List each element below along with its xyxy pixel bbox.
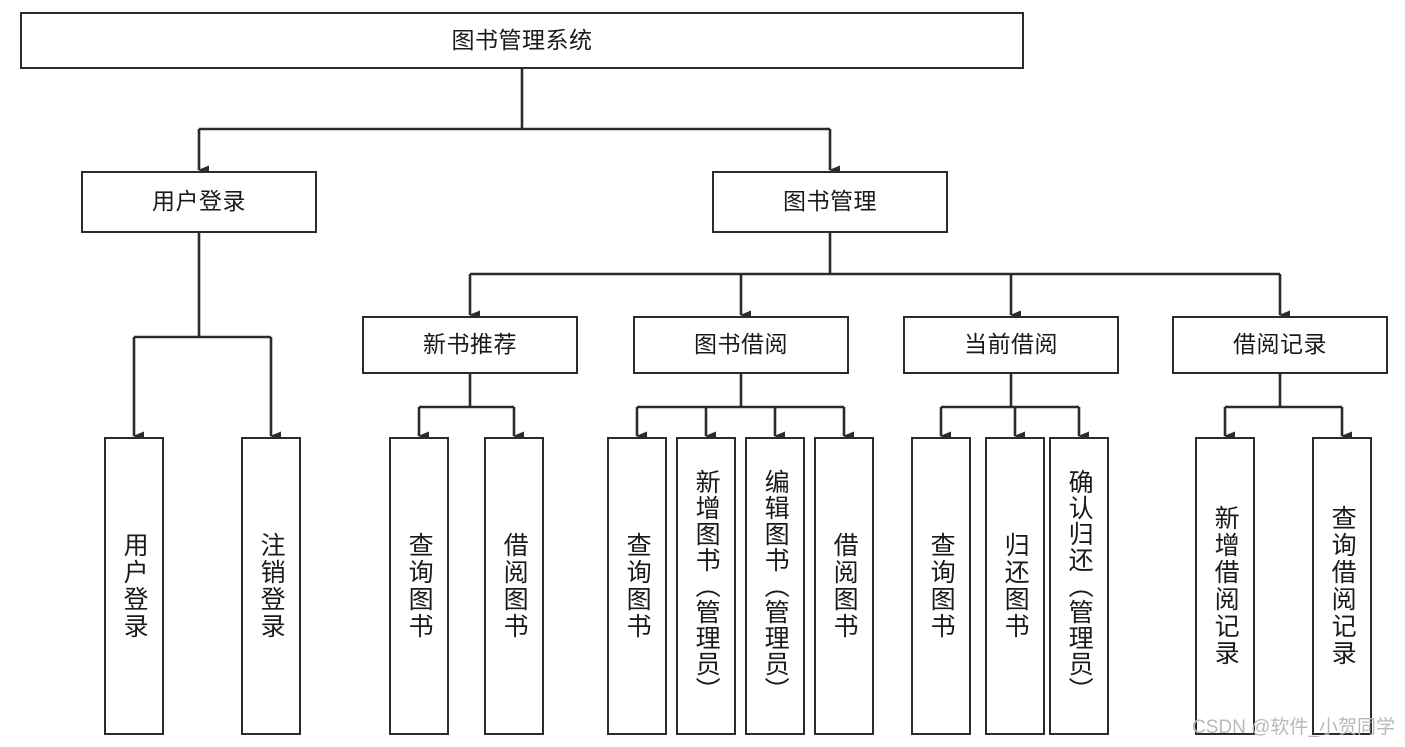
leaf-confirm-return-label: 确认归还（管理员） <box>1065 469 1094 703</box>
leaf-borrow-book-1-label: 借阅图书 <box>500 532 529 640</box>
node-book-borrow-label: 图书借阅 <box>694 331 788 358</box>
node-current-borrow-label: 当前借阅 <box>964 331 1058 358</box>
leaf-query-borrow-record[interactable]: 查询借阅记录 <box>1312 437 1372 735</box>
leaf-user-login[interactable]: 用户登录 <box>104 437 164 735</box>
leaf-query-book-2[interactable]: 查询图书 <box>607 437 667 735</box>
leaf-user-login-label: 用户登录 <box>120 532 149 640</box>
leaf-add-book[interactable]: 新增图书（管理员） <box>676 437 736 735</box>
leaf-add-borrow-record-label: 新增借阅记录 <box>1211 505 1240 667</box>
leaf-borrow-book-2-label: 借阅图书 <box>830 532 859 640</box>
leaf-user-logout-label: 注销登录 <box>257 532 286 640</box>
leaf-confirm-return[interactable]: 确认归还（管理员） <box>1049 437 1109 735</box>
csdn-watermark: CSDN @软件_小贺同学 <box>1192 717 1395 738</box>
leaf-borrow-book-1[interactable]: 借阅图书 <box>484 437 544 735</box>
leaf-query-book-1-label: 查询图书 <box>405 532 434 640</box>
node-book-manage-label: 图书管理 <box>783 188 877 215</box>
node-user-login[interactable]: 用户登录 <box>81 171 317 233</box>
leaf-user-logout[interactable]: 注销登录 <box>241 437 301 735</box>
leaf-query-book-3[interactable]: 查询图书 <box>911 437 971 735</box>
leaf-query-book-2-label: 查询图书 <box>623 532 652 640</box>
leaf-add-book-label: 新增图书（管理员） <box>692 469 721 703</box>
leaf-query-book-3-label: 查询图书 <box>927 532 956 640</box>
node-root-label: 图书管理系统 <box>451 26 593 53</box>
node-root[interactable]: 图书管理系统 <box>20 12 1024 69</box>
node-new-book-recommend[interactable]: 新书推荐 <box>362 316 578 374</box>
leaf-add-borrow-record[interactable]: 新增借阅记录 <box>1195 437 1255 735</box>
leaf-return-book-label: 归还图书 <box>1001 532 1030 640</box>
node-current-borrow[interactable]: 当前借阅 <box>903 316 1119 374</box>
leaf-edit-book-label: 编辑图书（管理员） <box>761 469 790 703</box>
node-new-book-recommend-label: 新书推荐 <box>423 331 517 358</box>
leaf-edit-book[interactable]: 编辑图书（管理员） <box>745 437 805 735</box>
leaf-return-book[interactable]: 归还图书 <box>985 437 1045 735</box>
node-book-borrow[interactable]: 图书借阅 <box>633 316 849 374</box>
node-borrow-record-label: 借阅记录 <box>1233 331 1327 358</box>
node-borrow-record[interactable]: 借阅记录 <box>1172 316 1388 374</box>
leaf-query-book-1[interactable]: 查询图书 <box>389 437 449 735</box>
leaf-query-borrow-record-label: 查询借阅记录 <box>1328 505 1357 667</box>
node-book-manage[interactable]: 图书管理 <box>712 171 948 233</box>
node-user-login-label: 用户登录 <box>152 188 246 215</box>
leaf-borrow-book-2[interactable]: 借阅图书 <box>814 437 874 735</box>
